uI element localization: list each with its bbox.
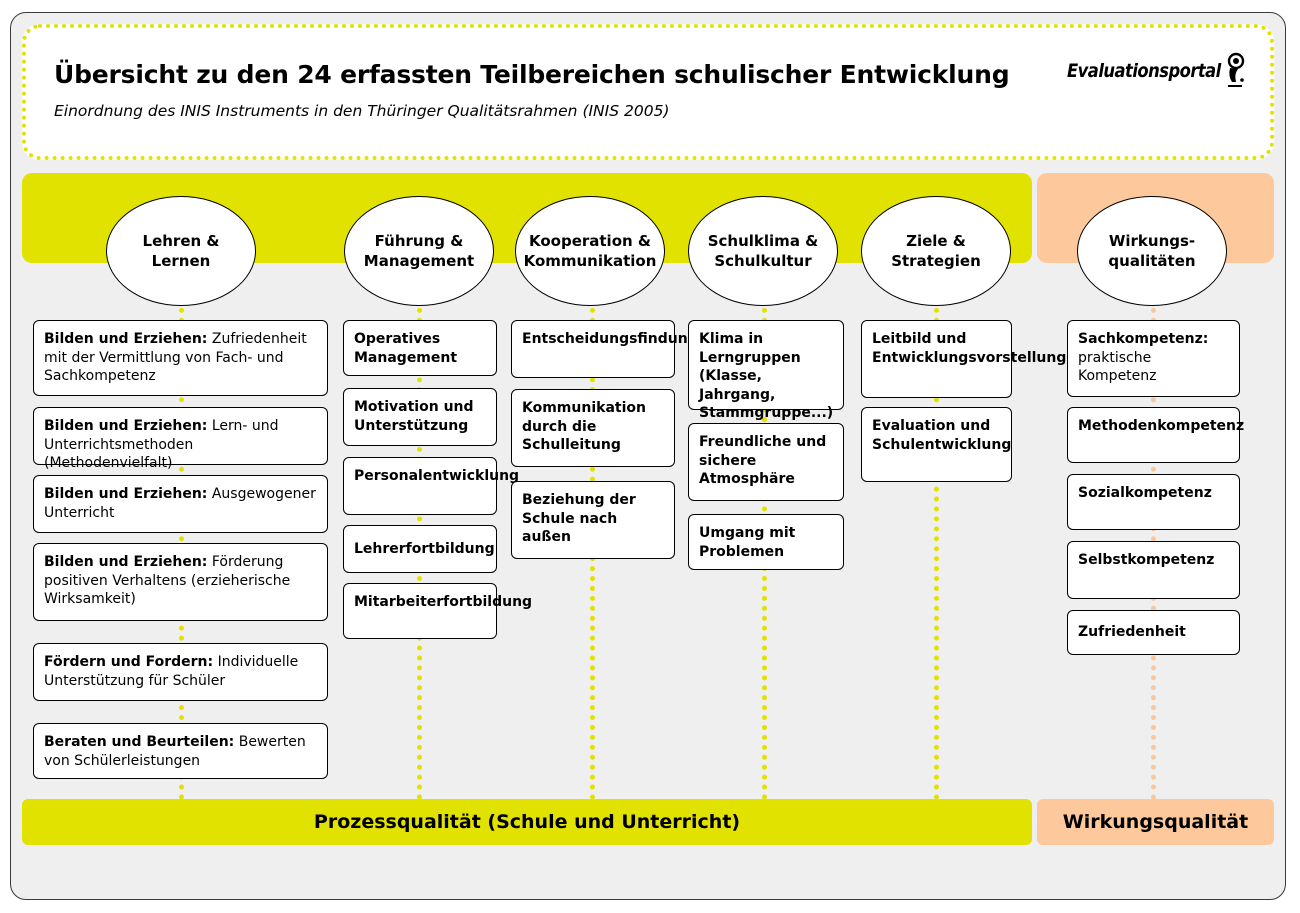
- item-fuehrung-2: Motivation und Unterstützung: [343, 388, 497, 446]
- process-quality-footer: Prozessqualität (Schule und Unterricht): [22, 799, 1032, 845]
- item-wirkung-1: Sachkompetenz: praktische Kompetenz: [1067, 320, 1240, 397]
- logo-icon: [1227, 52, 1245, 87]
- item-schulklima-1: Klima in Lerngruppen (Klasse, Jahrgang, …: [688, 320, 844, 421]
- item-schulklima-2: Freundliche und sichere Atmosphäre: [688, 423, 844, 501]
- item-kooperation-2: Kommunikation durch die Schulleitung: [511, 389, 675, 467]
- item-fuehrung-5: Mitarbeiterfortbildung: [343, 583, 532, 639]
- category-lehren-lernen: Lehren & Lernen: [106, 196, 256, 306]
- item-lehren-3: Bilden und Erziehen: Ausgewogener Unterr…: [33, 475, 328, 533]
- item-wirkung-2: Methodenkompetenz: [1067, 407, 1244, 463]
- item-lehren-1: Bilden und Erziehen: Zufriedenheit mit d…: [33, 320, 328, 396]
- category-wirkungsqualitaeten: Wirkungs- qualitäten: [1077, 196, 1227, 306]
- header-panel: Übersicht zu den 24 erfassten Teilbereic…: [22, 24, 1274, 160]
- page-title: Übersicht zu den 24 erfassten Teilbereic…: [54, 60, 1010, 89]
- page-subtitle: Einordnung des INIS Instruments in den T…: [54, 102, 670, 120]
- item-ziele-1: Leitbild und Entwicklungsvorstellungen: [861, 320, 1086, 398]
- effect-quality-footer: Wirkungsqualität: [1037, 799, 1274, 845]
- item-schulklima-3: Umgang mit Problemen: [688, 514, 844, 570]
- item-kooperation-3: Beziehung der Schule nach außen: [511, 481, 675, 559]
- category-kooperation-kommunikation: Kooperation & Kommunikation: [515, 196, 665, 306]
- logo-text: Evaluationsportal: [1067, 60, 1221, 82]
- item-wirkung-5: Zufriedenheit: [1067, 610, 1240, 655]
- category-schulklima-schulkultur: Schulklima & Schulkultur: [688, 196, 838, 306]
- item-wirkung-3: Sozialkompetenz: [1067, 474, 1240, 530]
- item-fuehrung-1: Operatives Management: [343, 320, 497, 376]
- item-wirkung-4: Selbstkompetenz: [1067, 541, 1240, 599]
- item-lehren-2: Bilden und Erziehen: Lern- und Unterrich…: [33, 407, 328, 471]
- category-fuehrung-management: Führung & Management: [344, 196, 494, 306]
- category-ziele-strategien: Ziele & Strategien: [861, 196, 1011, 306]
- item-fuehrung-3: Personalentwicklung: [343, 457, 519, 515]
- logo: Evaluationsportal: [1042, 52, 1248, 92]
- item-fuehrung-4: Lehrerfortbildung: [343, 525, 497, 573]
- connector-ziele: [934, 288, 939, 800]
- item-kooperation-1: Entscheidungsfindung: [511, 320, 698, 378]
- item-lehren-4: Bilden und Erziehen: Förderung positiven…: [33, 543, 328, 621]
- item-ziele-2: Evaluation und Schulentwicklung: [861, 407, 1012, 482]
- item-lehren-5: Fördern und Fordern: Individuelle Unters…: [33, 643, 328, 701]
- item-lehren-6: Beraten und Beurteilen: Bewerten von Sch…: [33, 723, 328, 779]
